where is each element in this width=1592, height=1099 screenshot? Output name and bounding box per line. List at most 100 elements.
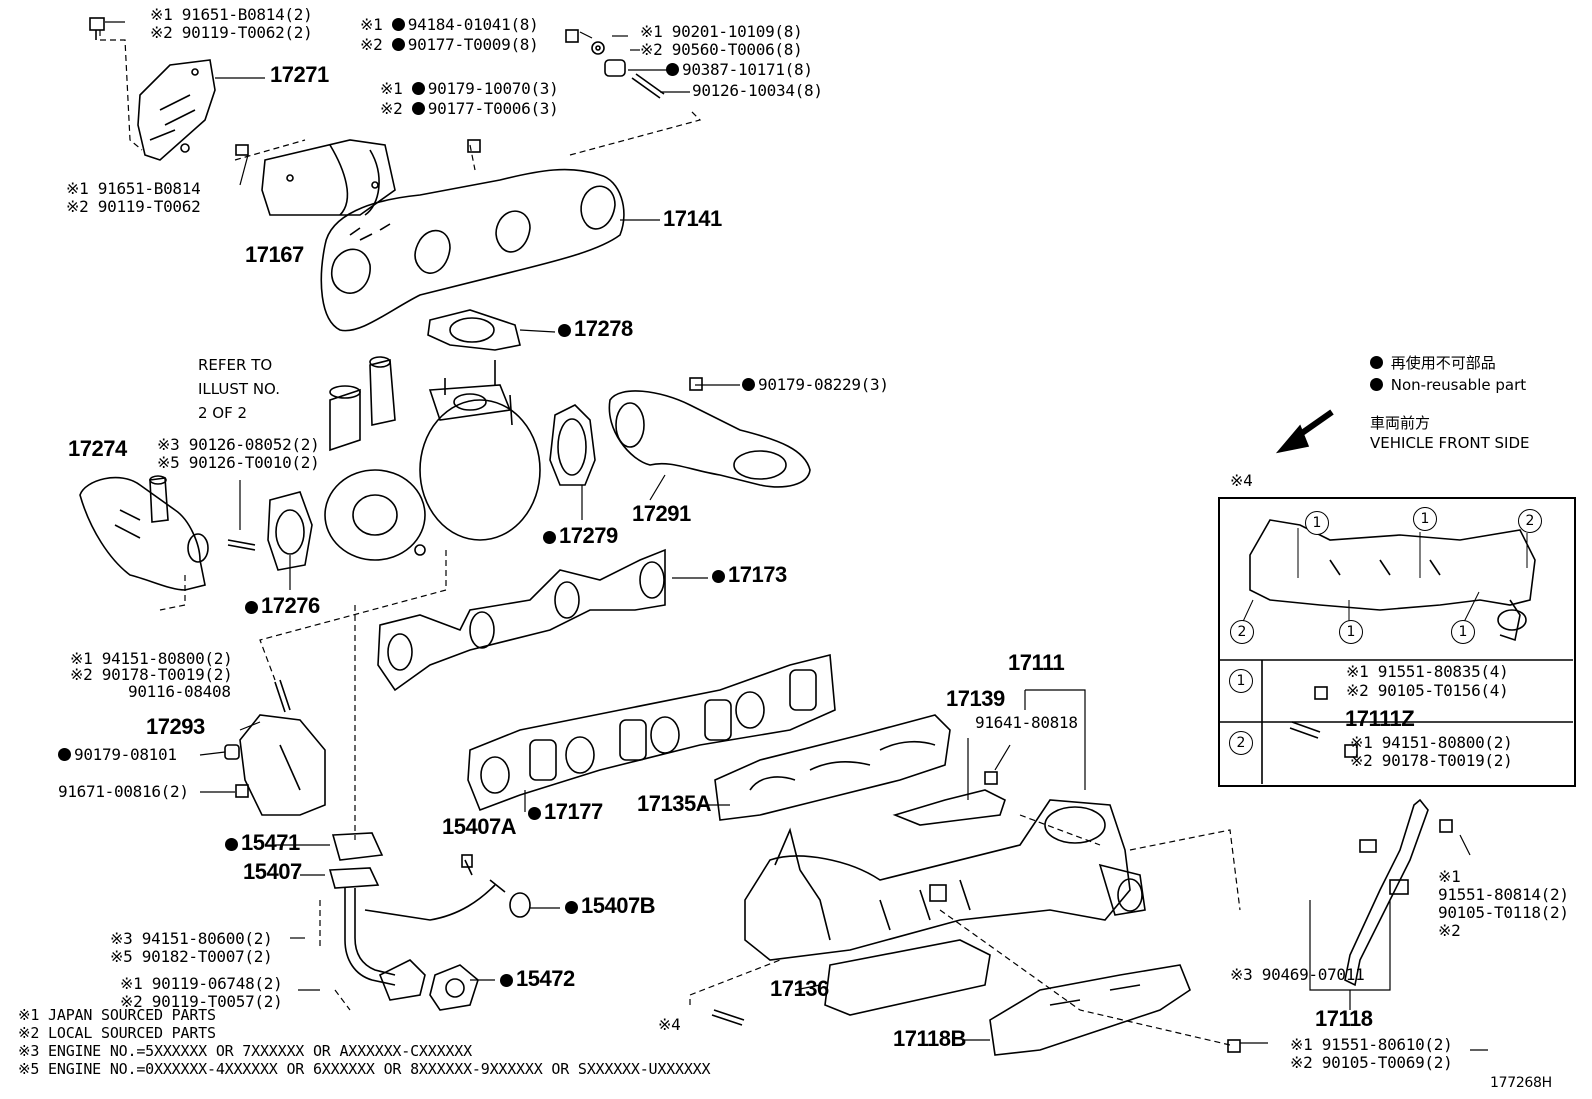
leader-lines: [105, 21, 1488, 1051]
label-15407A: 15407A: [442, 814, 517, 839]
bracket-17118B: [989, 964, 1191, 1056]
gasket-17276: [267, 491, 313, 571]
inset-marker-2b: 2: [1230, 620, 1254, 644]
inset-marker-1d: 1: [1451, 620, 1475, 644]
callout-n7a: ※1 90119-06748(2): [120, 974, 283, 993]
dot-icon: [1370, 356, 1383, 369]
callout-r3: 90105-T0118(2): [1438, 903, 1569, 922]
callout-n1b: ※2 90177-T0009(8): [360, 35, 539, 54]
callout-n6a: ※3 94151-80600(2): [110, 929, 273, 948]
callout-n2b: ※2 90560-T0006(8): [640, 40, 803, 59]
callout-n4a: ※3 90126-08052(2): [157, 435, 320, 454]
inset-row1-a: ※1 91551-80835(4): [1346, 662, 1509, 681]
gasket-17279: [549, 404, 596, 486]
label-17177: 17177: [528, 801, 603, 823]
dot-icon: [712, 570, 725, 583]
air-elbow-17274: [79, 475, 209, 591]
label-17271: 17271: [270, 62, 329, 87]
label-90179-08101: 90179-08101: [58, 746, 177, 764]
label-17291: 17291: [632, 501, 691, 526]
callout-n1a: ※1 94184-01041(8): [360, 15, 539, 34]
refer-line1: REFER TO: [198, 356, 273, 374]
callout-b2: ※2 90105-T0069(2): [1290, 1053, 1453, 1072]
gasket-15472: [429, 964, 479, 1011]
inset-title: ※4: [1230, 471, 1253, 490]
exhaust-manifold-17141: [320, 168, 625, 332]
inset-row2-marker: 2: [1229, 731, 1253, 755]
label-15471: 15471: [225, 832, 300, 854]
vehicle-front-arrow-icon: [1275, 409, 1334, 454]
label-90179-08229: 90179-08229(3): [742, 376, 889, 394]
label-15407B: 15407B: [565, 895, 656, 917]
callout-n5a: ※1 94151-80800(2): [70, 649, 233, 668]
callout-n6b: ※5 90182-T0007(2): [110, 947, 273, 966]
bracket-17139: [892, 771, 1006, 826]
callout-n7b: ※2 90119-T0057(2): [120, 992, 283, 1011]
callout-tl1a: ※1 91651-B0814(2): [150, 5, 313, 24]
label-note4-a: ※4: [658, 1015, 681, 1034]
callout-tl2a: ※1 91651-B0814: [66, 179, 201, 198]
nuts-top-middle: [467, 29, 665, 153]
inset-row2-a: ※1 94151-80800(2): [1350, 733, 1513, 752]
gasket-17173: [377, 548, 666, 692]
inset-manifold-drawing: [1239, 519, 1536, 642]
inset-panel: 1 1 2 2 1 1 1 2 ※1 91551-80835(4) ※2 901…: [1218, 497, 1576, 787]
callout-tl2b: ※2 90119-T0062: [66, 197, 201, 216]
guide-lines: [99, 30, 1241, 1046]
inset-row1-marker: 1: [1229, 669, 1253, 693]
label-17167: 17167: [245, 242, 304, 267]
label-15472: 15472: [500, 968, 575, 990]
insulator-17136: [824, 939, 991, 1016]
dot-icon: [558, 324, 571, 337]
note-1: ※1 JAPAN SOURCED PARTS: [18, 1006, 216, 1024]
label-17278: 17278: [558, 318, 633, 340]
label-91671: 91671-00816(2): [58, 782, 189, 801]
dot-icon: [742, 378, 755, 391]
label-90116: 90116-08408: [128, 682, 231, 701]
dot-icon: [411, 82, 425, 95]
dot-icon: [565, 901, 578, 914]
callout-n3a: ※1 90179-10070(3): [380, 79, 559, 98]
label-90126-10034: 90126-10034(8): [692, 81, 823, 100]
gasket-17177: [467, 653, 836, 812]
label-17135A: 17135A: [637, 791, 712, 816]
dot-icon: [391, 38, 405, 51]
dot-icon: [411, 102, 425, 115]
callout-n2a: ※1 90201-10109(8): [640, 22, 803, 41]
intake-manifold-17111: [744, 799, 1146, 961]
dot-icon: [666, 63, 679, 76]
callout-r4: ※2: [1438, 921, 1461, 940]
bracket-17118: [1227, 798, 1453, 1053]
label-17118B: 17118B: [893, 1026, 966, 1051]
insulator-17135A: [714, 714, 951, 821]
dot-icon: [391, 18, 405, 31]
callout-r2: 91551-80814(2): [1438, 885, 1569, 904]
note-3: ※3 ENGINE NO.=5XXXXXX OR 7XXXXXX OR AXXX…: [18, 1042, 472, 1060]
label-17141: 17141: [663, 206, 722, 231]
exhaust-elbow-17291: [608, 377, 811, 488]
inset-marker-1a: 1: [1305, 511, 1329, 535]
inset-marker-2a: 2: [1518, 509, 1542, 533]
inset-marker-1c: 1: [1339, 620, 1363, 644]
callout-b1: ※1 91551-80610(2): [1290, 1035, 1453, 1054]
stud-note4: [711, 1009, 745, 1026]
front-jp: 車両前方: [1370, 414, 1431, 432]
legend-jp-text: 再使用不可部品: [1390, 354, 1496, 372]
callout-r1: ※1: [1438, 867, 1461, 886]
dot-icon: [225, 838, 238, 851]
note-5: ※5 ENGINE NO.=0XXXXXX-4XXXXXX OR 6XXXXXX…: [18, 1060, 711, 1078]
label-17111: 17111: [1008, 650, 1065, 675]
diagram-id: 177268H: [1490, 1075, 1552, 1091]
label-17139: 17139: [946, 686, 1005, 711]
label-17111Z: 17111Z: [1345, 706, 1415, 731]
label-17276: 17276: [245, 595, 320, 617]
stud-90126: [227, 539, 256, 551]
bracket-17293: [224, 679, 326, 816]
dot-icon: [543, 531, 556, 544]
bolt-top-left: [89, 17, 249, 156]
callout-n4b: ※5 90126-T0010(2): [157, 453, 320, 472]
label-15407: 15407: [243, 859, 302, 884]
label-17118: 17118: [1315, 1006, 1373, 1031]
dot-icon: [1370, 378, 1383, 391]
